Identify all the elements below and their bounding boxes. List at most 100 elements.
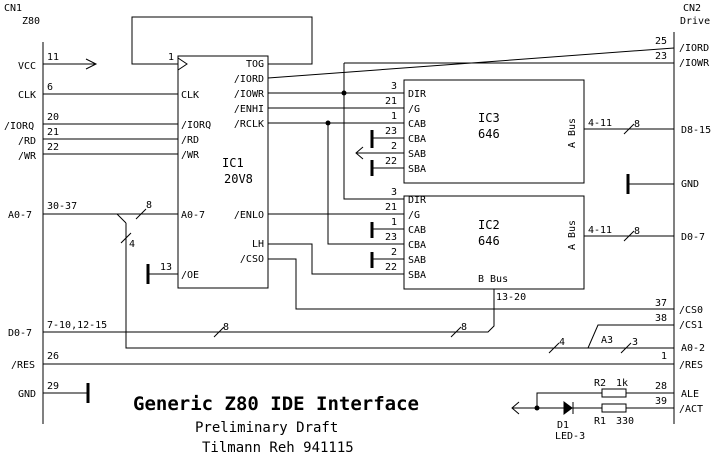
ic2-pin-dir: DIR [408,195,427,206]
cn1-gnd-pin: 29 [47,381,59,392]
cn1-wr-pin: 22 [47,142,59,153]
d07-bus [43,289,495,333]
cn1-rd-label: /RD [18,136,36,147]
cn2-iowr-pin: 23 [655,51,667,62]
lh-wire [268,243,404,275]
ic1-pin-iorq: /IORQ [181,120,211,131]
ic1-pin-iord: /IORD [234,74,264,85]
cn2-act-label: /ACT [679,404,703,415]
cn1-a07-pin: 30-37 [47,201,77,212]
act-arrow [511,401,520,415]
ic2-pin-cab: CAB [408,225,426,236]
ic1-oe-pin-number: 13 [160,262,172,273]
cn1-iorq-label: /IORQ [4,121,34,132]
a07-bus-width: 8 [146,200,152,211]
a02-wire [125,223,674,349]
a02-bus-width-3: 3 [632,337,638,348]
cn2-cs1-label: /CS1 [679,320,703,331]
ic3-abus-pins: 4-11 [588,118,612,129]
cn2-a02-label: A0-2 [681,343,705,354]
a02-bus-slash-1 [120,232,132,244]
ic1-tog-pin-number: 1 [168,52,174,63]
ic1-pin-oe: /OE [181,270,199,281]
ic2-name: IC2 [478,218,500,232]
ic2-pin-cba: CBA [408,240,426,251]
cn1-vcc-label: VCC [18,61,36,72]
cn1-clk-label: CLK [18,90,36,101]
ic3-pin-g: /G [408,104,420,115]
cn2-cs0-label: /CS0 [679,305,703,316]
d07-bus-slash-2 [450,326,462,338]
cn1-vcc-pin: 11 [47,52,59,63]
cn1-res-pin: 26 [47,351,59,362]
ic2-pinnum-g: 21 [385,202,397,213]
ic3-part: 646 [478,127,500,141]
ic3-name: IC3 [478,111,500,125]
d07-hi-bus-width: 8 [634,226,640,237]
a07-bus-slash [135,208,147,220]
cso-wire [268,258,674,310]
cn2-ale-label: ALE [681,389,699,400]
d07-bus-width-2: 8 [461,322,467,333]
ic3-pin-cba: CBA [408,134,426,145]
ic1-pin-enlo: /ENLO [234,210,264,221]
led-d1-type: LED-3 [555,431,585,442]
rclk-to-ic2-cba [327,123,404,245]
d07-hi-bus-slash [623,230,635,242]
cn2-iord-label: /IORD [679,43,709,54]
ic1-clock-marker [177,57,188,71]
cn1-d07-pin: 7-10,12-15 [47,320,107,331]
ic2-bbus-label: B Bus [478,274,508,285]
cn1-a07-label: A0-7 [8,210,32,221]
cn2-res-label: /RES [679,360,703,371]
ic1-part: 20V8 [224,172,253,186]
ic1-pin-wr: /WR [181,150,200,161]
ic3-ground-arrow [355,146,364,160]
resistor-r1-value: 330 [616,416,634,427]
cn2-cs1-pin: 38 [655,313,667,324]
ic2-pin-sba: SBA [408,270,426,281]
a02-bus-width-2: 4 [559,337,565,348]
ic3-pin-dir: DIR [408,89,427,100]
d815-bus-slash [623,123,635,135]
resistor-r1 [601,403,627,413]
ic1-pin-iowr: /IOWR [234,89,265,100]
ic2-pinnum-dir: 3 [391,187,397,198]
ale-wire [536,392,674,408]
ic3-pin-sab: SAB [408,149,426,160]
resistor-r2 [601,388,627,398]
ic2-pinnum-sab: 2 [391,247,397,258]
cn1-gnd-label: GND [18,389,36,400]
ic3-pinnum-cab: 1 [391,111,397,122]
ic2-pinnum-sba: 22 [385,262,397,273]
drawing-title: Generic Z80 IDE Interface [133,393,419,415]
gate-a3-label: A3 [601,335,613,346]
tog-loop-wire [131,16,313,65]
cn2-ale-pin: 28 [655,381,667,392]
a02-bus-width-1: 4 [129,239,135,250]
cn2-cs0-pin: 37 [655,298,667,309]
drawing-author: Tilmann Reh 941115 [202,440,354,456]
vcc-arrow [85,58,98,70]
ic3-pinnum-dir: 3 [391,81,397,92]
ic2-pinnum-cba: 23 [385,232,397,243]
ic1-pin-lh: LH [252,239,264,250]
iowr-to-ic2-dir [343,93,404,200]
ic1-pin-cso: /CSO [240,254,264,265]
ic3-body [403,79,585,184]
ic3-abus-label: A Bus [567,118,578,148]
drawing-status: Preliminary Draft [195,420,338,436]
cn1-iorq-pin: 20 [47,112,59,123]
cn1-wr-label: /WR [18,151,37,162]
ic1-body [177,55,269,289]
cs1-wire [587,324,674,349]
resistor-r1-name: R1 [594,416,606,427]
led-d1-symbol [563,401,573,415]
ic2-pin-g: /G [408,210,420,221]
d07-bus-slash-1 [213,326,225,338]
cn2-type: Drive [680,16,710,27]
a02-bus-slash-3 [620,342,632,354]
ic1-pin-a07: A0-7 [181,210,205,221]
d07-bus-width-1: 8 [223,322,229,333]
cn1-res-label: /RES [11,360,35,371]
